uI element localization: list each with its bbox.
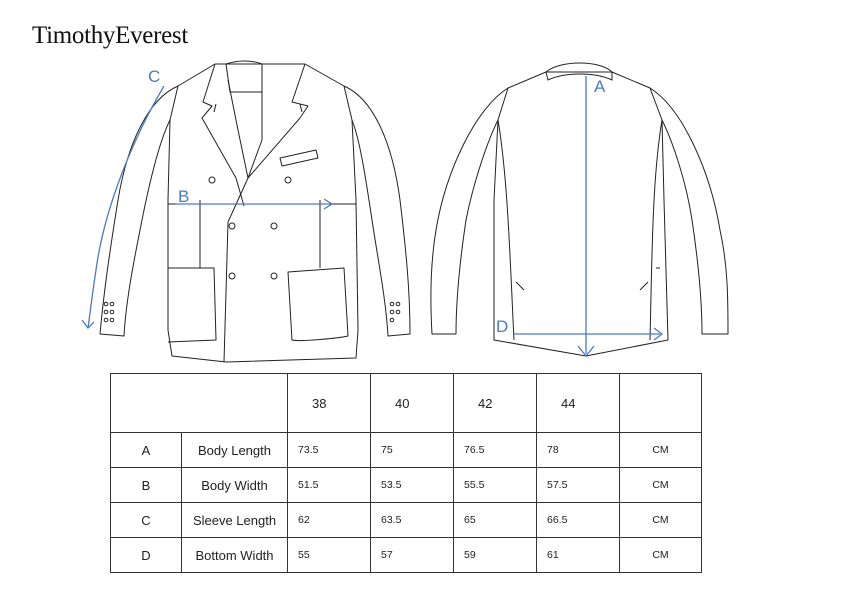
row-value: 73.5 xyxy=(287,432,371,468)
sleeve-length-line xyxy=(87,85,165,329)
size-chart-table: 38 40 42 44 A Body Length 73.5 75 76.5 7… xyxy=(110,373,702,573)
table-row: D Bottom Width 55 57 59 61 CM xyxy=(110,537,702,573)
row-value: 57 xyxy=(370,537,454,573)
row-unit: CM xyxy=(619,537,702,573)
back-jacket xyxy=(430,62,729,357)
row-value: 65 xyxy=(453,502,537,538)
label-c: C xyxy=(148,67,160,86)
row-value: 57.5 xyxy=(536,467,620,503)
table-row: C Sleeve Length 62 63.5 65 66.5 CM xyxy=(110,502,702,538)
label-d: D xyxy=(496,317,508,336)
row-value: 78 xyxy=(536,432,620,468)
row-value: 59 xyxy=(453,537,537,573)
brand-logo: TimothyEverest xyxy=(32,22,188,49)
size-header-row: 38 40 42 44 xyxy=(110,373,702,433)
row-unit: CM xyxy=(619,467,702,503)
row-code: A xyxy=(110,432,182,468)
size-header: 44 xyxy=(536,373,620,433)
row-unit: CM xyxy=(619,432,702,468)
label-a: A xyxy=(594,77,606,96)
size-header: 40 xyxy=(370,373,454,433)
row-measurement: Sleeve Length xyxy=(181,502,288,538)
row-value: 75 xyxy=(370,432,454,468)
row-value: 51.5 xyxy=(287,467,371,503)
label-b: B xyxy=(178,187,189,206)
row-value: 61 xyxy=(536,537,620,573)
size-header: 42 xyxy=(453,373,537,433)
row-unit: CM xyxy=(619,502,702,538)
row-measurement: Body Width xyxy=(181,467,288,503)
row-value: 66.5 xyxy=(536,502,620,538)
row-value: 62 xyxy=(287,502,371,538)
row-measurement: Body Length xyxy=(181,432,288,468)
row-code: D xyxy=(110,537,182,573)
front-jacket xyxy=(99,60,411,363)
row-value: 55 xyxy=(287,537,371,573)
row-value: 76.5 xyxy=(453,432,537,468)
table-row: B Body Width 51.5 53.5 55.5 57.5 CM xyxy=(110,467,702,503)
measurement-lines xyxy=(81,76,664,358)
row-value: 53.5 xyxy=(370,467,454,503)
jacket-diagram: C B A D xyxy=(81,60,729,363)
header-blank-cell xyxy=(110,373,288,433)
row-measurement: Bottom Width xyxy=(181,537,288,573)
row-value: 63.5 xyxy=(370,502,454,538)
header-unit-blank xyxy=(619,373,702,433)
table-row: A Body Length 73.5 75 76.5 78 CM xyxy=(110,432,702,468)
row-code: C xyxy=(110,502,182,538)
row-code: B xyxy=(110,467,182,503)
row-value: 55.5 xyxy=(453,467,537,503)
size-header: 38 xyxy=(287,373,371,433)
